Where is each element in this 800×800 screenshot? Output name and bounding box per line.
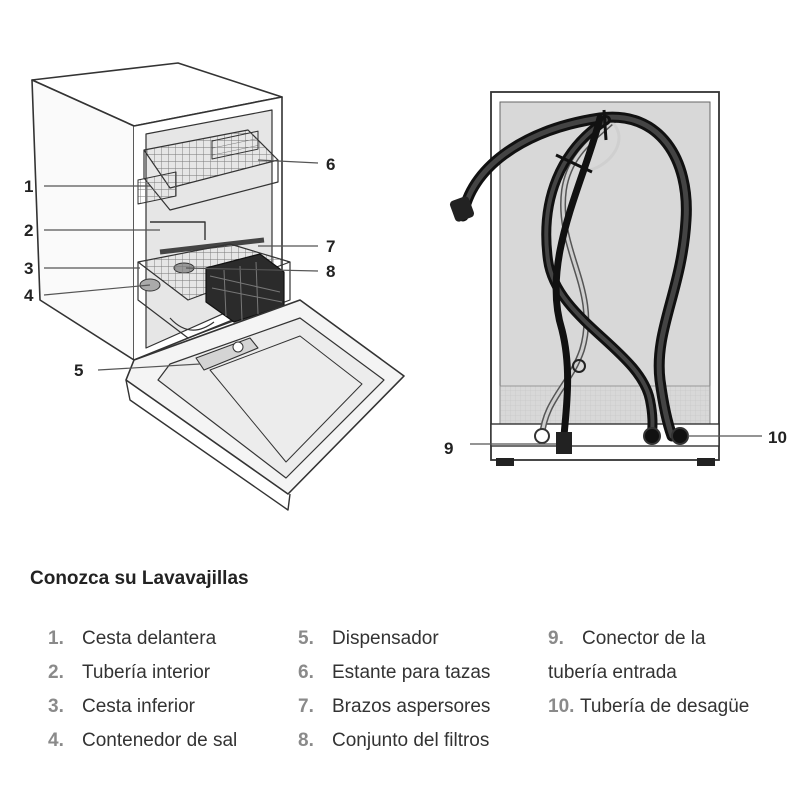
legend-number: 5.	[298, 628, 314, 649]
legend-label: Conjunto del filtros	[332, 730, 490, 751]
dishwasher-diagram: 1 2 3 4 5 6 7 8	[24, 62, 787, 511]
callout-2: 2	[24, 221, 33, 240]
legend-item-dispensador: 5. Dispensador	[298, 622, 490, 656]
dishwasher-front-view	[31, 62, 405, 511]
legend-item-tuberia-de-desague: 10.Tubería de desagüe	[548, 690, 749, 724]
callout-10: 10	[768, 428, 787, 447]
callout-5: 5	[74, 361, 83, 380]
legend-label: Tubería de desagüe	[580, 696, 750, 717]
legend-label: Brazos aspersores	[332, 696, 491, 717]
callout-8: 8	[326, 262, 335, 281]
legend-label: Estante para tazas	[332, 662, 491, 683]
front-leader-lines	[43, 159, 319, 371]
legend-number: 6.	[298, 662, 314, 683]
legend-title: Conozca su Lavavajillas	[30, 568, 249, 589]
callout-1: 1	[24, 177, 33, 196]
legend-label: Tubería interior	[82, 662, 211, 683]
dishwasher-back-view	[449, 91, 720, 466]
legend-label: Conector de la	[582, 628, 706, 649]
back-leader-lines	[470, 435, 762, 445]
legend-item-tuberia-interior: 2. Tubería interior	[48, 656, 237, 690]
callout-6: 6	[326, 155, 335, 174]
legend-item-conector-de-la: 9. Conector de la	[548, 622, 749, 656]
callout-9: 9	[444, 439, 453, 458]
front-callout-numbers: 1 2 3 4 5 6 7 8	[24, 155, 335, 380]
legend-column-2: 5. Dispensador 6. Estante para tazas 7. Bra…	[298, 622, 490, 758]
legend-label: Dispensador	[332, 628, 439, 649]
callout-3: 3	[24, 259, 33, 278]
legend-number: 7.	[298, 696, 314, 717]
legend-label: Contenedor de sal	[82, 730, 238, 751]
legend-item-contenedor-de-sal: 4. Contenedor de sal	[48, 724, 237, 758]
back-callout-numbers: 9 10	[444, 428, 787, 458]
legend-number: 3.	[48, 696, 64, 717]
legend-number: 1.	[48, 628, 64, 649]
legend-label: Cesta inferior	[82, 696, 195, 717]
callout-4: 4	[24, 286, 34, 305]
legend-item-estante-para-tazas: 6. Estante para tazas	[298, 656, 490, 690]
legend-item-brazos-aspersores: 7. Brazos aspersores	[298, 690, 490, 724]
legend-number: 2.	[48, 662, 64, 683]
legend-item-conjunto-del-filtros: 8. Conjunto del filtros	[298, 724, 490, 758]
legend-item-cesta-inferior: 3. Cesta inferior	[48, 690, 237, 724]
legend-number: 10.	[548, 696, 575, 717]
legend-item-cesta-delantera: 1. Cesta delantera	[48, 622, 237, 656]
legend-column-1: 1. Cesta delantera 2. Tubería interior 3. C…	[48, 622, 237, 758]
legend-column-3: 9. Conector de la tubería entrada 10.Tube…	[548, 622, 749, 724]
legend-number: 8.	[298, 730, 314, 751]
legend-label: tubería entrada	[548, 662, 677, 683]
legend-number: 4.	[48, 730, 64, 751]
legend-item-tuberia-entrada: tubería entrada	[548, 656, 749, 690]
legend-label: Cesta delantera	[82, 628, 217, 649]
legend-number: 9.	[548, 628, 564, 649]
callout-7: 7	[326, 237, 335, 256]
